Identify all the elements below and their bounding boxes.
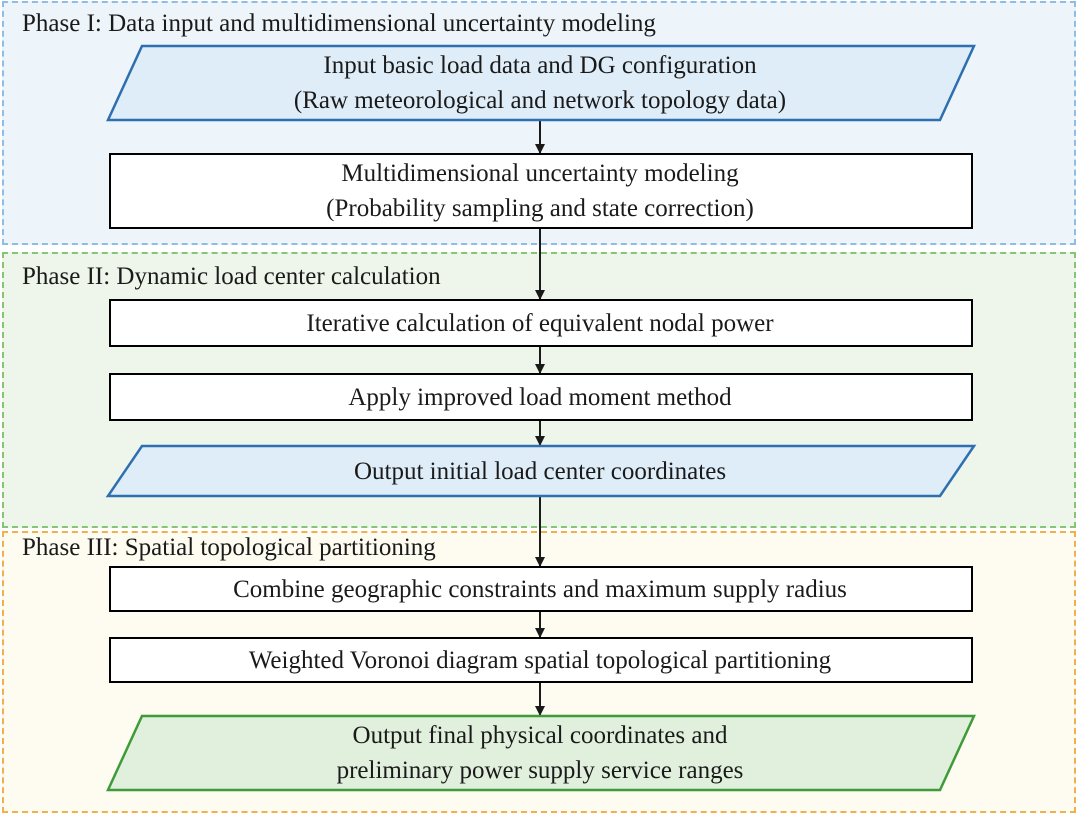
node-1-line-2: (Raw meteorological and network topology…: [293, 87, 787, 114]
phase-1-title: Phase I: Data input and multidimensional…: [22, 10, 656, 37]
node-1-text: Input basic load data and DG configurati…: [110, 46, 970, 120]
node-3-shape: [109, 299, 973, 347]
node-1-shape: [106, 44, 976, 122]
node-3-text: Iterative calculation of equivalent noda…: [110, 300, 970, 346]
node-8-line-2: preliminary power supply service ranges: [336, 757, 744, 784]
node-7-text: Weighted Voronoi diagram spatial topolog…: [110, 638, 970, 682]
node-4-line-1: Apply improved load moment method: [348, 383, 732, 411]
node-5-line-1: Output initial load center coordinates: [353, 457, 727, 485]
node-5-text: Output initial load center coordinates: [110, 446, 970, 496]
node-7-shape: [109, 637, 973, 683]
node-6-line-1: Combine geographic constraints and maxim…: [233, 575, 847, 603]
node-2-line-1: Multidimensional uncertainty modeling: [341, 160, 739, 187]
node-8-line-1: Output final physical coordinates and: [352, 722, 728, 749]
node-2-shape: [109, 153, 973, 229]
node-6-shape: [109, 566, 973, 612]
node-1-line-1: Input basic load data and DG configurati…: [323, 52, 757, 79]
node-8-text: Output final physical coordinates and pre…: [110, 716, 970, 790]
node-5-shape: [105, 444, 977, 498]
node-4-shape: [109, 373, 973, 421]
node-7-line-1: Weighted Voronoi diagram spatial topolog…: [248, 646, 832, 674]
node-2-line-2: (Probability sampling and state correcti…: [326, 195, 754, 222]
node-8-shape: [106, 714, 976, 792]
node-2-text: Multidimensional uncertainty modeling (Pr…: [110, 154, 970, 228]
node-4-text: Apply improved load moment method: [110, 374, 970, 420]
node-3-line-1: Iterative calculation of equivalent noda…: [306, 309, 774, 337]
phase-2-title: Phase II: Dynamic load center calculatio…: [22, 263, 441, 290]
node-6-text: Combine geographic constraints and maxim…: [110, 567, 970, 611]
phase-3-title: Phase III: Spatial topological partition…: [22, 534, 436, 561]
